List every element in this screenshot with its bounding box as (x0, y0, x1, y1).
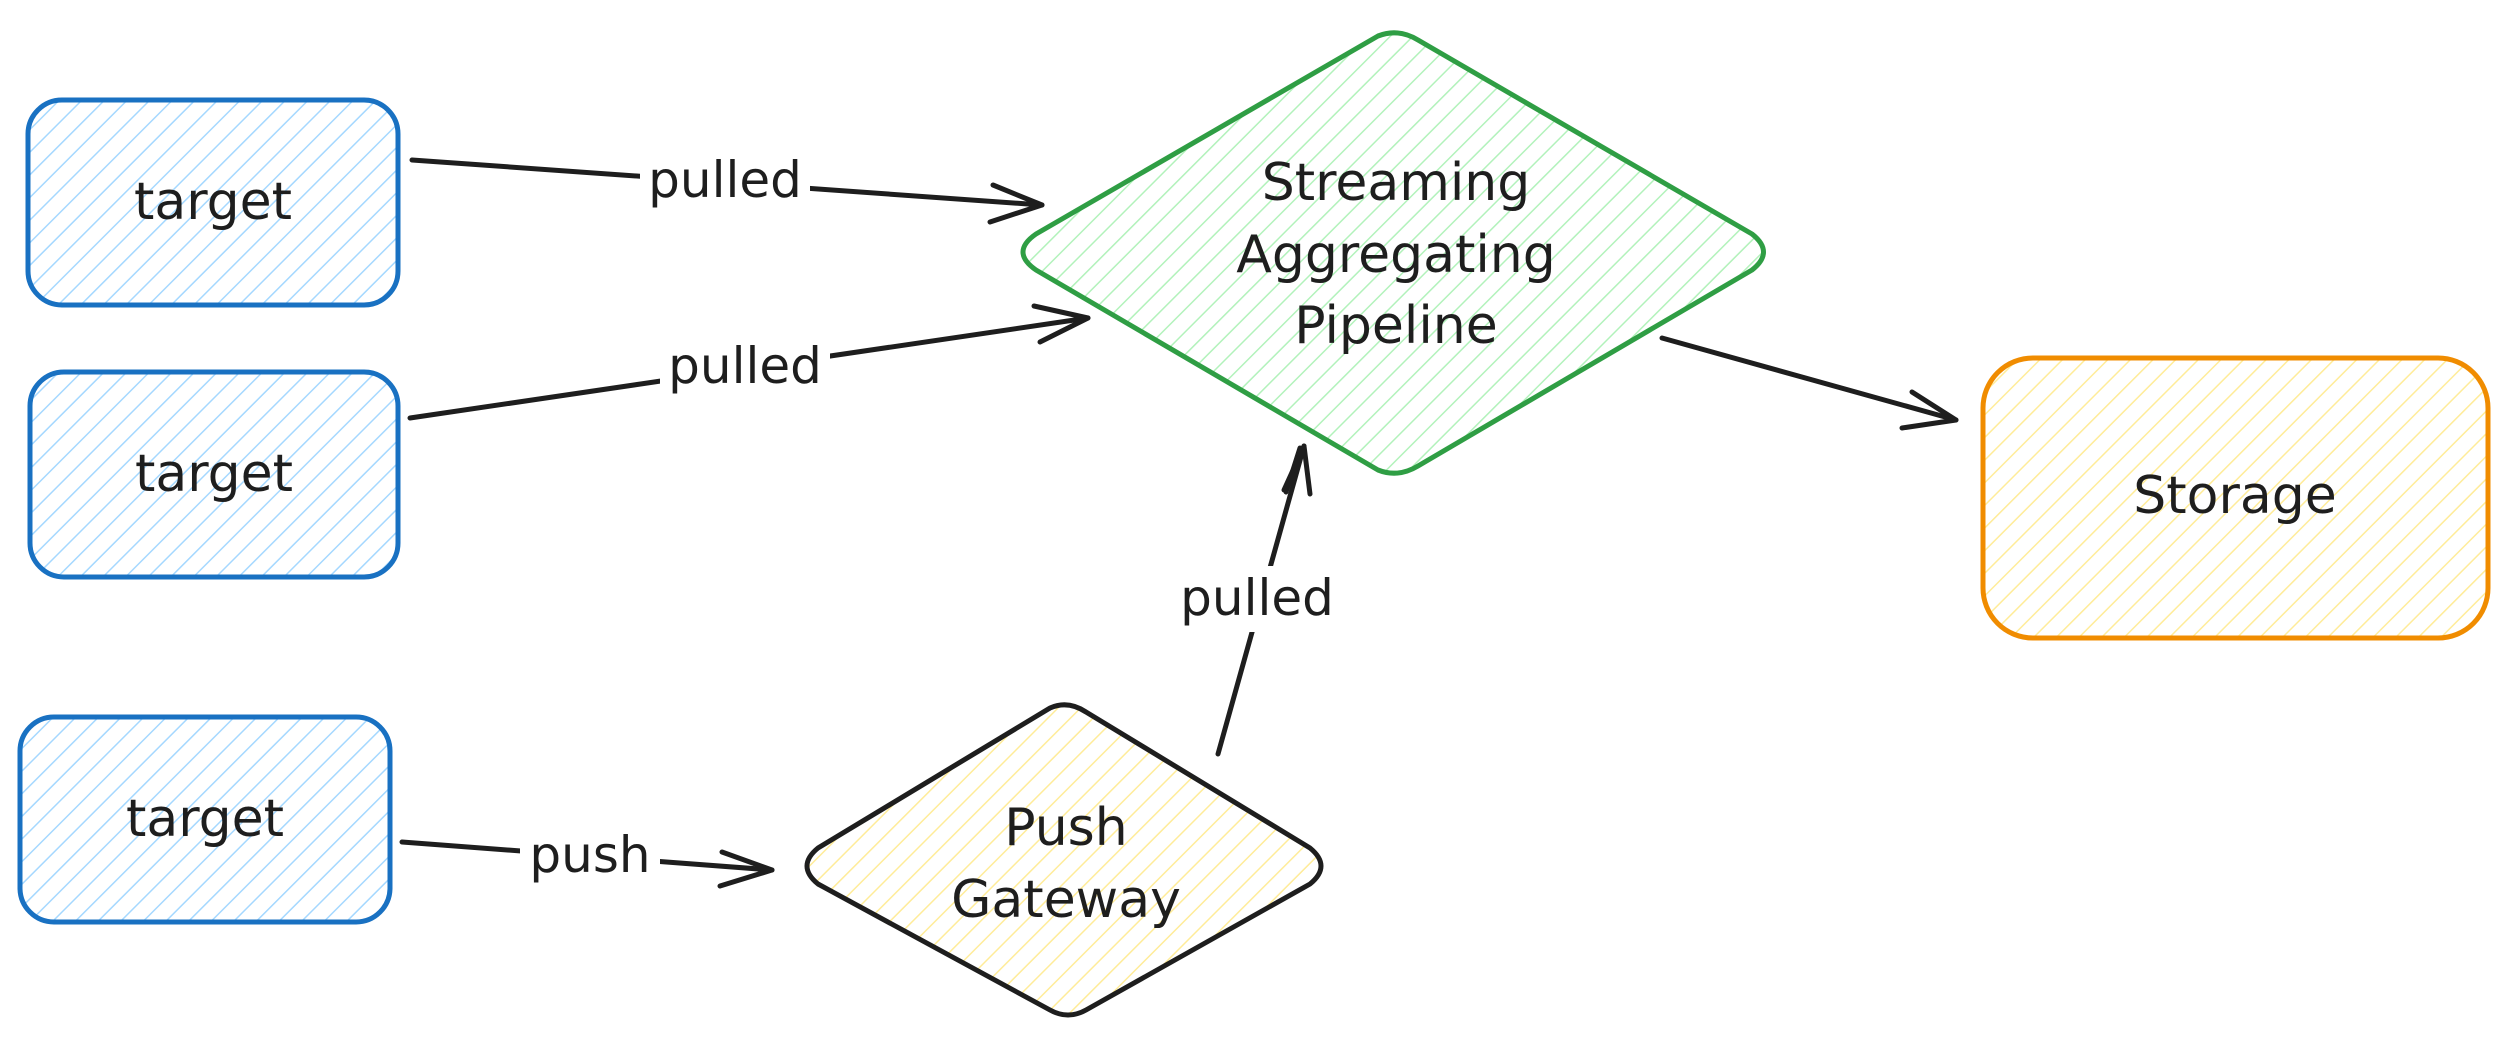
node-streaming-aggregating-pipeline[interactable]: Streaming Aggregating Pipeline (1020, 30, 1766, 476)
edge-label: pulled (668, 337, 822, 395)
edge-target3-to-push-gateway[interactable]: push (399, 826, 775, 889)
target-1-label: target (134, 172, 292, 232)
arrow-head (987, 182, 1045, 225)
pipeline-label-line-1: Streaming (1262, 153, 1531, 213)
target-3-label: target (126, 789, 284, 849)
edge-target1-to-pipeline[interactable]: pulled (409, 150, 1045, 225)
target-3-box (17, 714, 393, 925)
edge-target2-to-pipeline[interactable]: pulled (407, 303, 1091, 421)
push-gateway-label-line-2: Gateway (951, 870, 1181, 930)
storage-label: Storage (2133, 466, 2336, 526)
pipeline-diamond (1020, 30, 1766, 476)
storage-box (1980, 355, 2491, 641)
pipeline-label-line-3: Pipeline (1294, 296, 1498, 356)
node-storage[interactable]: Storage (1980, 355, 2491, 641)
edge-line (1659, 335, 1959, 423)
edge-label: pulled (648, 151, 802, 209)
edge-label-background (640, 150, 810, 212)
push-gateway-label-line-1: Push (1004, 798, 1127, 858)
edge-push-gateway-to-pipeline[interactable]: pulled (1172, 443, 1342, 757)
edge-label: push (529, 826, 650, 884)
node-target-2[interactable]: target (27, 369, 401, 580)
node-target-3[interactable]: target (17, 714, 393, 925)
pipeline-label-line-2: Aggregating (1236, 225, 1556, 285)
edge-label-background (520, 826, 660, 888)
edge-label-background (660, 338, 830, 400)
edge-label-background (1172, 566, 1342, 632)
node-push-gateway[interactable]: Push Gateway (804, 702, 1324, 1018)
edge-pipeline-to-storage[interactable] (1659, 335, 1959, 431)
push-gateway-diamond (804, 702, 1324, 1018)
target-1-box (25, 97, 401, 308)
arrow-head (1899, 389, 1959, 431)
target-2-box (27, 369, 401, 580)
arrow-head (1031, 303, 1091, 345)
target-2-label: target (135, 444, 293, 504)
edge-label: pulled (1180, 569, 1334, 627)
node-target-1[interactable]: target (25, 97, 401, 308)
arrow-head (717, 849, 775, 889)
arrow-head (1281, 443, 1313, 497)
